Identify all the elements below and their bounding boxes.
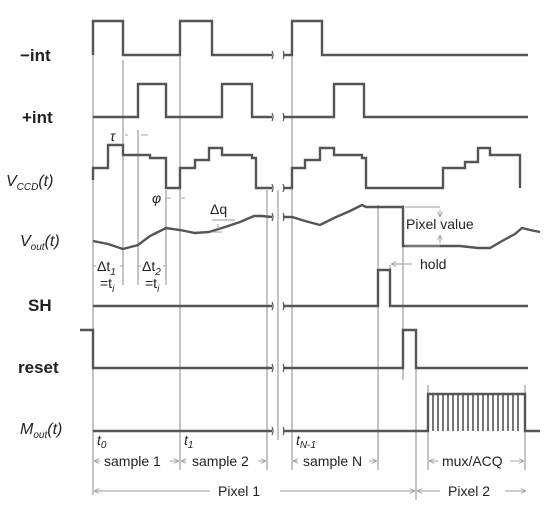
- label-vccd: VCCD(t): [6, 173, 53, 193]
- annotation-dt2-eq: =ti: [145, 275, 160, 295]
- guide-lines: [92, 20, 526, 500]
- label-minus-int: −int: [20, 46, 51, 65]
- label-sh: SH: [28, 296, 52, 315]
- label-mout: Mout(t): [20, 421, 62, 441]
- annotation-phi: φ: [152, 190, 161, 206]
- signal-vout: [92, 203, 541, 251]
- annotation-delta-q: Δq: [210, 201, 227, 217]
- annotation-dt1: Δt1: [97, 258, 116, 278]
- label-plus-int: +int: [22, 108, 53, 127]
- time-mark-t1: t1: [184, 432, 193, 451]
- time-mark-t0: t0: [97, 432, 107, 451]
- annotation-pixel-value: Pixel value: [406, 216, 474, 232]
- signal-minus-int: [91, 19, 528, 57]
- time-mark-tn: tN-1: [296, 432, 316, 451]
- signal-plus-int: [93, 82, 528, 119]
- interval-mux-acq: mux/ACQ: [442, 453, 503, 469]
- annotation-dt1-eq: =ti: [100, 275, 115, 295]
- axis-break-marks: [271, 50, 285, 436]
- interval-pixel-2: Pixel 2: [448, 483, 490, 499]
- interval-sample-n: sample N: [303, 453, 362, 469]
- interval-pixel-1: Pixel 1: [218, 483, 260, 499]
- annotation-hold: hold: [420, 256, 446, 272]
- signal-reset: [80, 328, 528, 370]
- annotation-arrows: [93, 134, 525, 491]
- signal-vccd: [91, 143, 522, 190]
- label-vout: Vout(t): [20, 233, 60, 253]
- annotation-tau: τ: [110, 128, 116, 144]
- interval-sample-1: sample 1: [104, 453, 161, 469]
- interval-sample-2: sample 2: [192, 453, 249, 469]
- signal-mout: [93, 392, 540, 433]
- label-reset: reset: [18, 358, 59, 377]
- annotation-dt2: Δt2: [142, 258, 161, 278]
- signal-sh: [93, 268, 528, 308]
